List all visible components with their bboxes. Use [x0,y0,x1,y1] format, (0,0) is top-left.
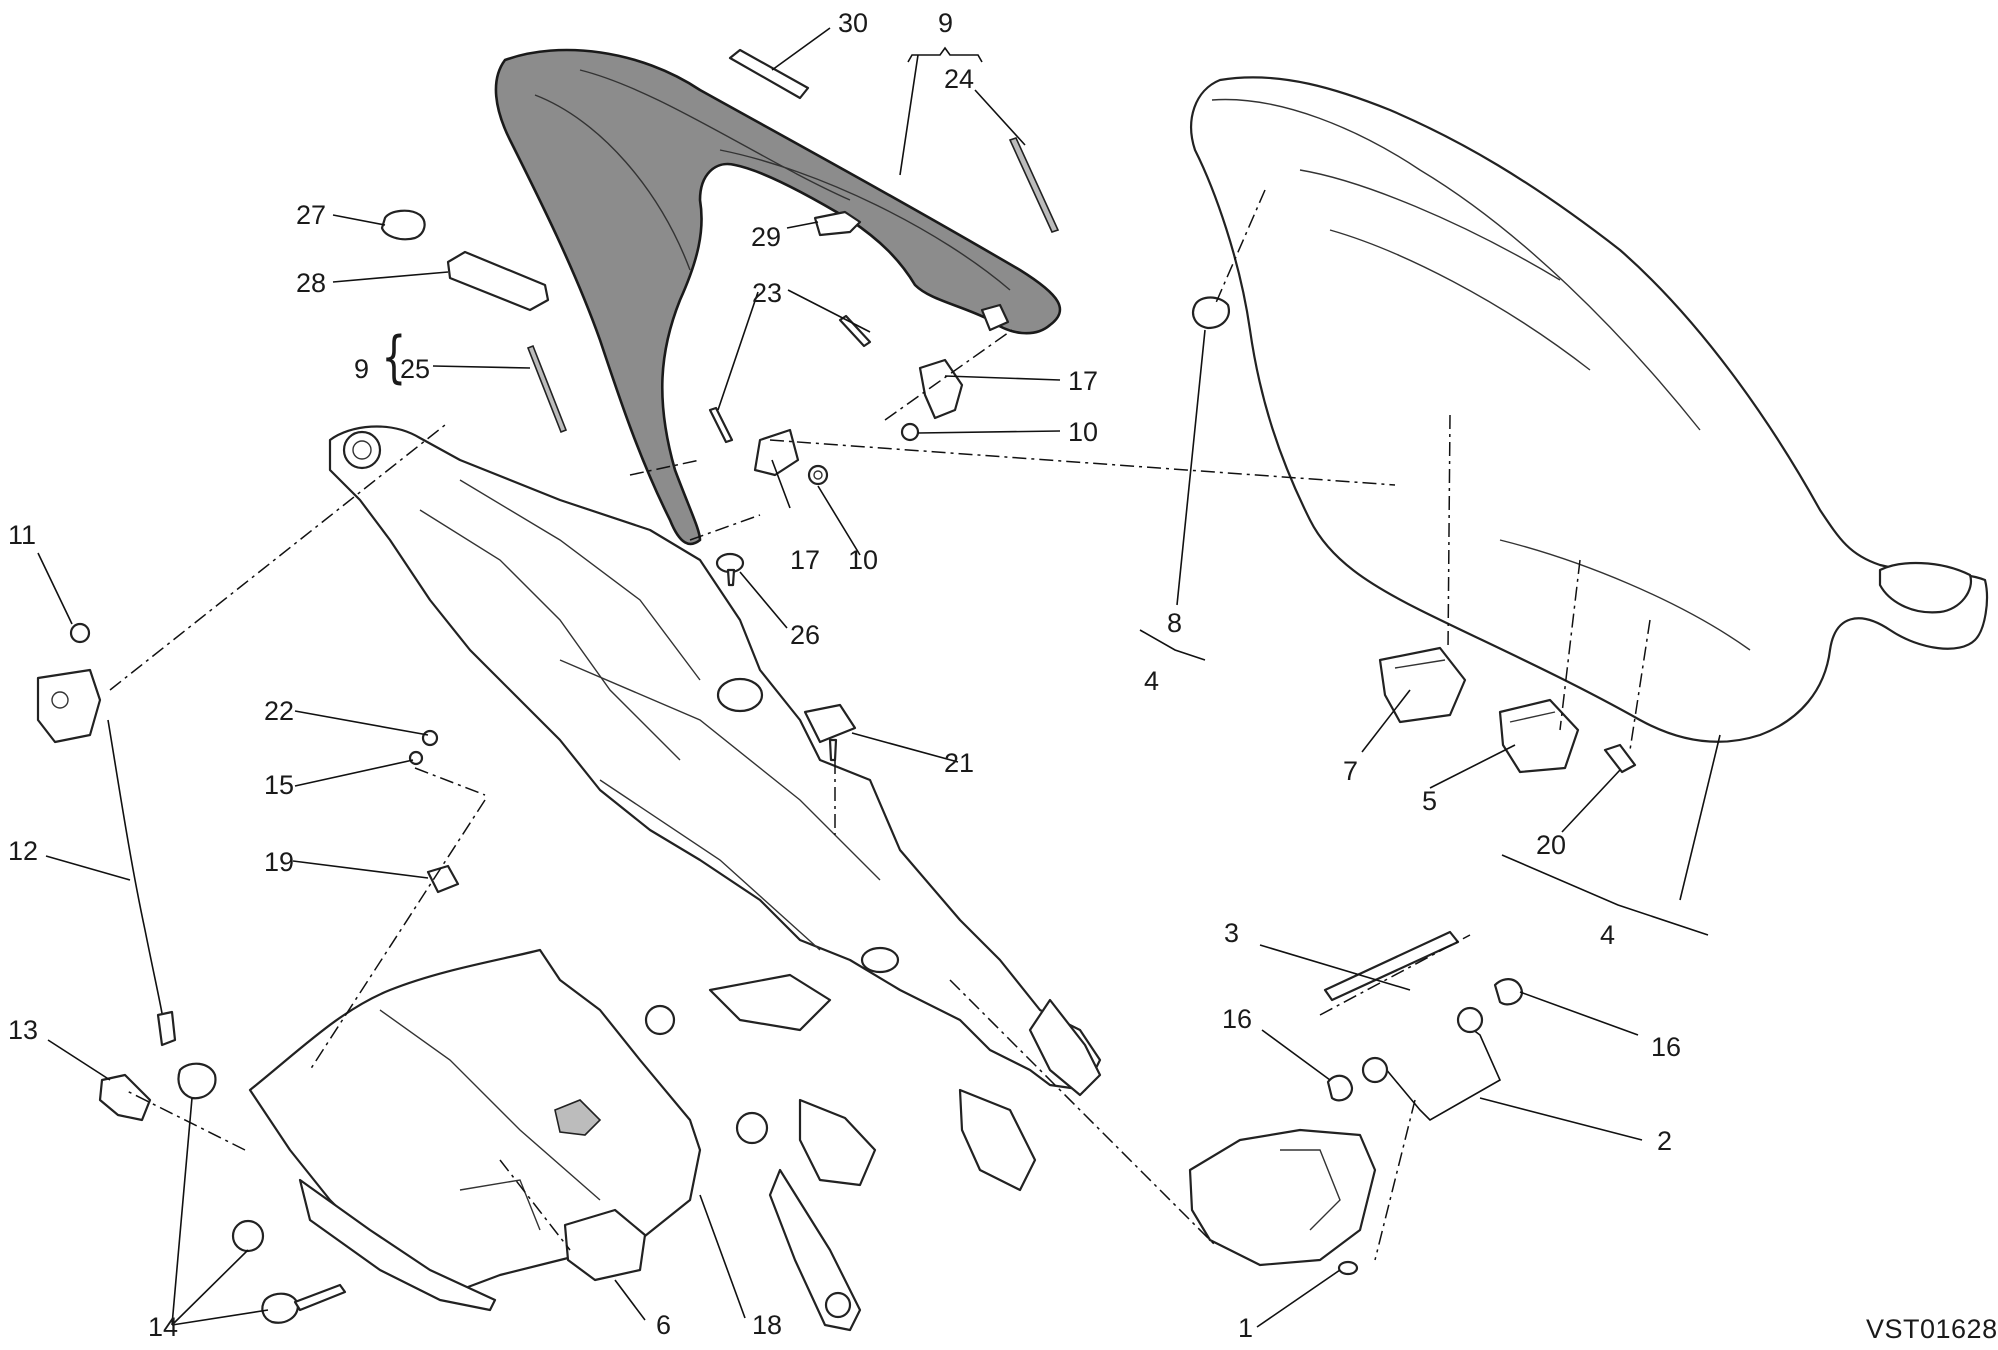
rear-subframe [328,425,1102,1332]
callout-26: 26 [790,620,821,650]
callout-7: 7 [1343,756,1359,786]
grommet-8 [1192,296,1230,330]
callout-20: 20 [1536,830,1567,860]
callout-27: 27 [296,200,327,230]
callout-30: 30 [838,8,869,38]
group-bracket-4a [1139,629,1206,661]
screw-10 [807,422,920,486]
callout-5: 5 [1422,786,1438,816]
pad-28 [446,250,550,312]
bracket-17 [753,303,1010,477]
callout-24: 24 [944,64,975,94]
latch-assembly [1188,1128,1377,1267]
pad-27 [380,209,426,241]
group-bracket-9top [907,46,983,63]
strip-24 [1008,137,1060,233]
washer-15-22 [408,729,439,766]
callout-9-top: 9 [938,8,954,38]
bracket-11 [36,622,102,744]
cap-6 [563,1208,647,1282]
callout-29: 29 [751,222,782,252]
callout-10-a: 10 [1068,417,1099,447]
callout-28: 28 [296,268,327,298]
callout-15: 15 [264,770,295,800]
callout-3: 3 [1224,918,1240,948]
callout-6: 6 [656,1310,672,1340]
bumper-21 [803,703,857,762]
strip-30 [728,48,810,100]
rear-seat-cover [494,48,1062,546]
callout-11: 11 [8,520,37,550]
callout-22: 22 [264,696,295,726]
callout-25: 25 [400,354,431,384]
callout-10-b: 10 [848,545,879,575]
callout-18: 18 [752,1310,783,1340]
spacer-16 [1326,978,1524,1102]
group-bracket-4b [1501,854,1709,936]
hinge-2 [1361,1006,1502,1121]
clip-13 [98,1073,152,1122]
rod-3 [1323,930,1460,1002]
assembly-lines [109,189,1651,1261]
pad-20 [1603,743,1637,774]
callout-4-b: 4 [1600,920,1616,950]
leader-lines [37,27,1721,1328]
callout-21: 21 [944,748,975,778]
callout-19: 19 [264,847,295,877]
callout-12: 12 [8,836,39,866]
callout-2: 2 [1657,1126,1673,1156]
callout-8: 8 [1167,608,1183,638]
callout-9-left: 9 [354,354,370,384]
rivet-26 [715,552,745,587]
callout-4-a: 4 [1144,666,1160,696]
pin-23 [708,314,872,444]
rider-seat [1190,76,1989,743]
callout-1: 1 [1238,1313,1254,1343]
strip-25 [526,344,568,434]
pad-29 [813,210,862,237]
cable-12 [107,719,177,1047]
callout-17-b: 17 [790,545,821,575]
callout-17-a: 17 [1068,366,1099,396]
callout-13: 13 [8,1015,39,1045]
nut-14 [177,1062,347,1324]
clip-7 [1378,646,1467,724]
brace-9-left: { [381,325,407,390]
callout-16-a: 16 [1222,1004,1253,1034]
callout-23: 23 [752,278,783,308]
callout-14: 14 [148,1312,179,1342]
plate-19 [426,864,460,894]
screw-1 [1337,1260,1359,1276]
callout-16-b: 16 [1651,1032,1682,1062]
diagram-code: VST01628 [1866,1314,1998,1344]
clip-5 [1498,698,1580,774]
